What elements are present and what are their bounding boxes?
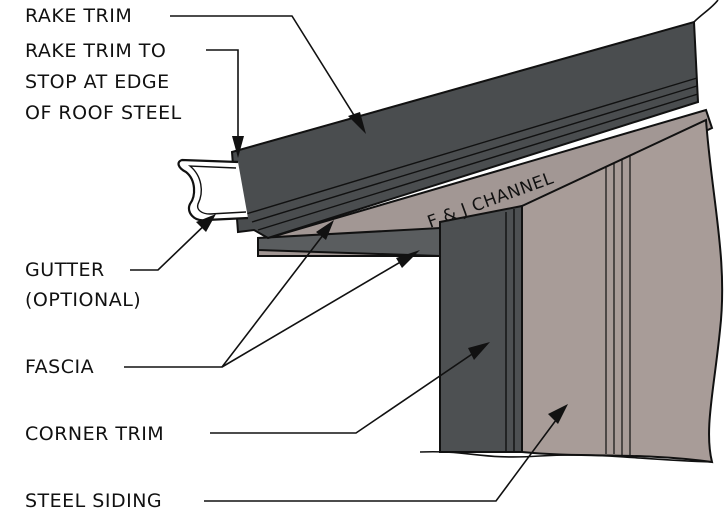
steel-siding-label: STEEL SIDING bbox=[25, 490, 162, 508]
rake-trim-stop-leader bbox=[206, 49, 239, 152]
rake-trim-rib bbox=[245, 77, 698, 215]
gutter-profile bbox=[177, 158, 249, 222]
rake-trim-stop-label-line2: STOP AT EDGE bbox=[25, 71, 170, 93]
fascia-arrowhead bbox=[396, 250, 420, 268]
rake-trim-leader bbox=[170, 15, 363, 129]
rake-trim-stop-label-line1: RAKE TRIM TO bbox=[25, 40, 166, 62]
fascia-leader-branch bbox=[221, 253, 415, 368]
corner-trim-label: CORNER TRIM bbox=[25, 423, 164, 445]
break-line-top bbox=[693, 0, 719, 23]
steel-siding-arrowhead bbox=[548, 404, 568, 424]
gutter-profile-inner bbox=[187, 165, 247, 215]
rake-trim-label: RAKE TRIM bbox=[25, 5, 132, 27]
gutter-label-line1: GUTTER bbox=[25, 259, 105, 281]
gutter-leader bbox=[130, 217, 213, 271]
rake-trim-stop-arrowhead bbox=[232, 136, 244, 158]
steel-siding-leader bbox=[204, 411, 563, 502]
fascia-label: FASCIA bbox=[25, 356, 94, 378]
corner-trim-leader bbox=[210, 345, 485, 434]
fascia-arrowhead bbox=[316, 220, 334, 240]
fascia-strip bbox=[257, 226, 441, 258]
corner-trim-arrowhead bbox=[468, 342, 490, 360]
gutter-label-line2: (OPTIONAL) bbox=[25, 289, 141, 311]
rake-trim-arrowhead bbox=[348, 112, 366, 134]
rake-trim-stop-label-line3: OF ROOF STEEL bbox=[25, 102, 182, 124]
break-line-bottom bbox=[419, 450, 713, 463]
rake-trim-rib bbox=[257, 93, 699, 231]
gutter-arrowhead bbox=[196, 214, 216, 232]
corner-trim-shape bbox=[439, 204, 523, 453]
rake-trim-rib bbox=[251, 85, 698, 223]
